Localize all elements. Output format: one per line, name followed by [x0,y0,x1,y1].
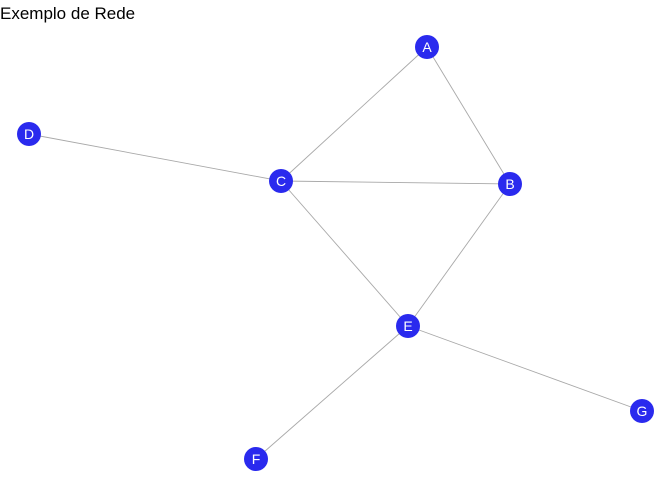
node-circle-c [269,169,293,193]
node-label-g: G [637,403,648,419]
edges-layer [28,46,643,460]
node-f: F [244,447,268,471]
node-circle-f [244,447,268,471]
node-e: E [396,314,420,338]
edge-a-c [280,46,428,182]
node-circle-b [498,172,522,196]
node-c: C [269,169,293,193]
nodes-layer: A B C D E F G [17,35,654,471]
edge-c-e [280,180,409,327]
edge-b-e [407,183,511,327]
node-label-c: C [276,173,286,189]
node-g: G [630,399,654,423]
edge-c-b [280,180,511,185]
node-label-e: E [403,318,412,334]
node-label-d: D [24,126,34,142]
node-d: D [17,122,41,146]
edge-e-g [407,325,643,412]
node-circle-a [415,35,439,59]
node-b: B [498,172,522,196]
node-circle-d [17,122,41,146]
node-a: A [415,35,439,59]
node-label-b: B [505,176,514,192]
edge-e-f [255,325,409,460]
node-circle-g [630,399,654,423]
node-label-a: A [422,39,432,55]
edge-d-c [28,133,282,182]
node-label-f: F [252,451,261,467]
node-circle-e [396,314,420,338]
edge-a-b [426,46,511,185]
diagram-title: Exemplo de Rede [0,4,136,23]
